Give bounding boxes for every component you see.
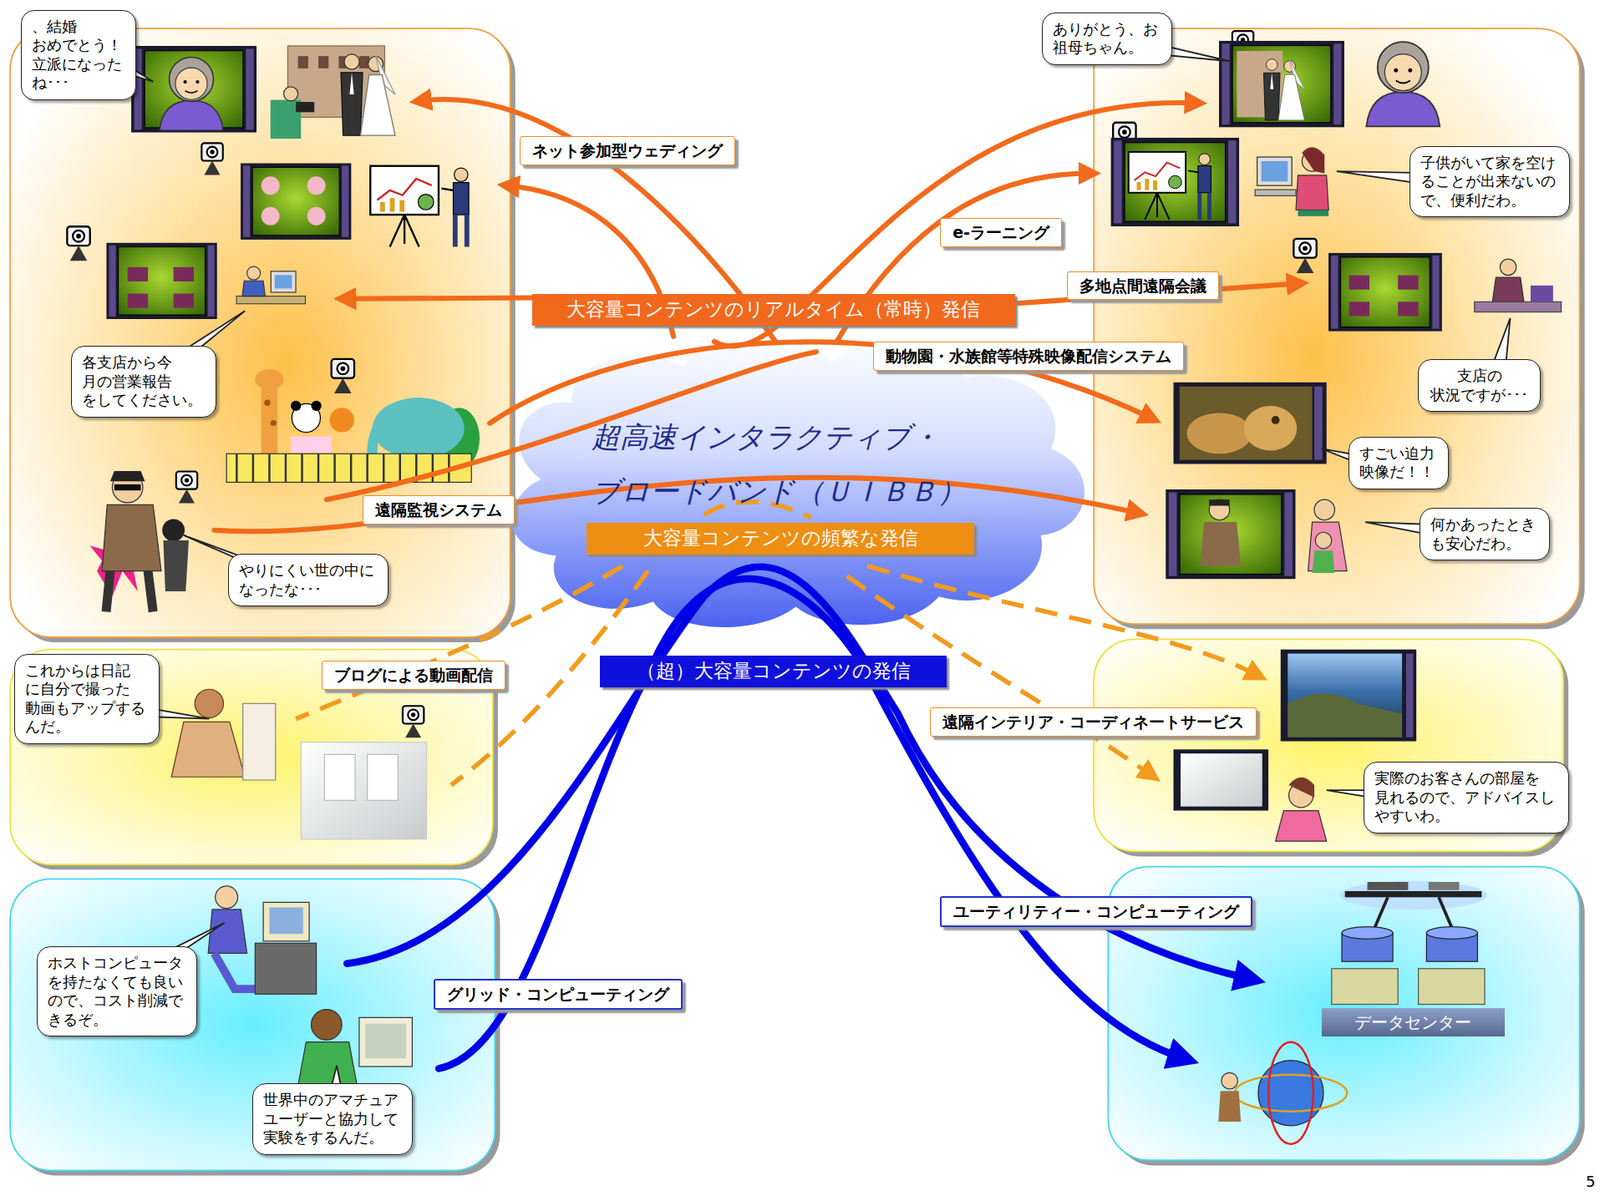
service-label: 動物園・水族館等特殊映像配信システム	[873, 341, 1184, 371]
speech-bubble: これからは日記 に自分で撮った 動画もアップする んだ。	[14, 654, 160, 745]
e-learning-remote-scene	[1111, 122, 1330, 227]
band-label: 大容量コンテンツの頻繁な発信	[586, 523, 975, 555]
cloud-label: 超高速インタラクティブ・ ブロードバンド（ＵＩＢＢ）	[586, 410, 975, 519]
band-label: 大容量コンテンツのリアルタイム（常時）発信	[532, 294, 1016, 326]
node-text: 各支店から今 月の営業報告 をしてください。	[81, 353, 206, 411]
node-text: 何かあったとき も安心だわ。	[1430, 515, 1540, 554]
blog-scene	[171, 689, 427, 839]
node-text: これからは日記 に自分で撮った 動画もアップする んだ。	[25, 661, 149, 737]
speech-bubble: ありがとう、お 祖母ちゃん。	[1041, 12, 1173, 66]
node-text: 大容量コンテンツのリアルタイム（常時）発信	[542, 297, 1006, 323]
node-text: 多地点間遠隔会議	[1079, 275, 1207, 297]
panel	[1093, 639, 1569, 857]
frequent-arrows	[295, 502, 1257, 786]
speech-bubble: 世界中のアマチュア ユーザーと協力して 実験をするんだ。	[252, 1083, 413, 1156]
node-text: ありがとう、お 祖母ちゃん。	[1052, 20, 1162, 58]
service-label: グリッド・コンピューティング	[433, 979, 683, 1011]
zoo-scene	[226, 359, 480, 483]
grid-scene	[208, 886, 412, 1087]
page-number: 5	[1585, 1173, 1595, 1191]
datacenter-band: データセンター	[1321, 1008, 1506, 1037]
service-label: 遠隔監視システム	[362, 495, 515, 525]
node-text: 大容量コンテンツの頻繁な発信	[596, 526, 965, 552]
speech-bubble: 支店の 状況ですが･･･	[1417, 359, 1541, 412]
node-text: やりにくい世の中に なったな･･･	[238, 561, 378, 600]
zoo-remote-scene	[1173, 382, 1326, 465]
panel	[10, 28, 516, 643]
speech-bubble: 実際のお客さんの部屋を 見れるので、アドバイスし やすいわ。	[1363, 761, 1570, 834]
large-content-arrows	[346, 567, 1250, 1070]
service-label: ユーティリティー・コンピューティング	[939, 896, 1253, 928]
service-label: 多地点間遠隔会議	[1066, 271, 1220, 301]
node-text: ネット参加型ウェディング	[532, 140, 723, 162]
realtime-arrows	[213, 99, 1298, 532]
node-text: グリッド・コンピューティング	[446, 984, 670, 1006]
panel	[10, 878, 500, 1176]
surveillance-remote-scene	[1165, 489, 1347, 580]
bubble-tail	[111, 40, 1510, 1108]
node-text: すごい迫力 映像だ！！	[1359, 444, 1438, 483]
speech-bubble: ホストコンピュータ を持たなくても良い ので、コスト削減で きるぞ。	[36, 946, 198, 1037]
node-text: 、結婚 おめでとう！ 立派になった ね･･･	[31, 17, 126, 93]
speech-bubble: すごい迫力 映像だ！！	[1348, 436, 1449, 490]
speech-bubble: やりにくい世の中に なったな･･･	[228, 553, 389, 607]
node-text: 子供がいて家を空け ることが出来ないの で、便利だわ。	[1420, 153, 1560, 211]
conference-remote-scene	[1293, 238, 1561, 332]
node-text: 遠隔インテリア・コーディネートサービス	[942, 711, 1245, 733]
panel	[1093, 28, 1585, 630]
node-text: ユーティリティー・コンピューティング	[953, 901, 1240, 923]
speech-bubble: 各支店から今 月の営業報告 をしてください。	[71, 345, 217, 418]
node-text: データセンター	[1331, 1011, 1496, 1034]
panel	[10, 650, 498, 871]
band-label: （超）大容量コンテンツの発信	[599, 655, 947, 688]
wedding-scene	[131, 45, 396, 139]
e-learning-scene	[201, 142, 469, 247]
node-text: 遠隔監視システム	[375, 499, 503, 521]
speech-bubble: 何かあったとき も安心だわ。	[1419, 507, 1550, 561]
service-label: ネット参加型ウェディング	[519, 136, 736, 166]
wedding-remote-scene	[1219, 30, 1440, 127]
node-text: e-ラーニング	[952, 222, 1050, 244]
node-text: （超）大容量コンテンツの発信	[609, 659, 937, 685]
node-text: ホストコンピュータ を持たなくても良い ので、コスト削減で きるぞ。	[47, 954, 187, 1030]
node-text: 動物園・水族館等特殊映像配信システム	[885, 345, 1172, 367]
service-label: ブログによる動画配信	[321, 660, 506, 691]
node-text: 支店の 状況ですが･･･	[1428, 366, 1530, 405]
node-text: 世界中のアマチュア ユーザーと協力して 実験をするんだ。	[263, 1091, 402, 1148]
speech-bubble: 、結婚 おめでとう！ 立派になった ね･･･	[20, 10, 137, 101]
service-label: e-ラーニング	[939, 218, 1062, 248]
service-label: 遠隔インテリア・コーディネートサービス	[929, 707, 1257, 737]
speech-bubble: 子供がいて家を空け ることが出来ないの で、便利だわ。	[1409, 146, 1570, 219]
node-text: 超高速インタラクティブ・ ブロードバンド（ＵＩＢＢ）	[591, 410, 970, 519]
thief-scene	[89, 471, 198, 612]
conference-scene	[66, 226, 305, 320]
node-text: 実際のお客さんの部屋を 見れるので、アドバイスし やすいわ。	[1374, 769, 1559, 827]
node-text: ブログによる動画配信	[334, 665, 493, 686]
